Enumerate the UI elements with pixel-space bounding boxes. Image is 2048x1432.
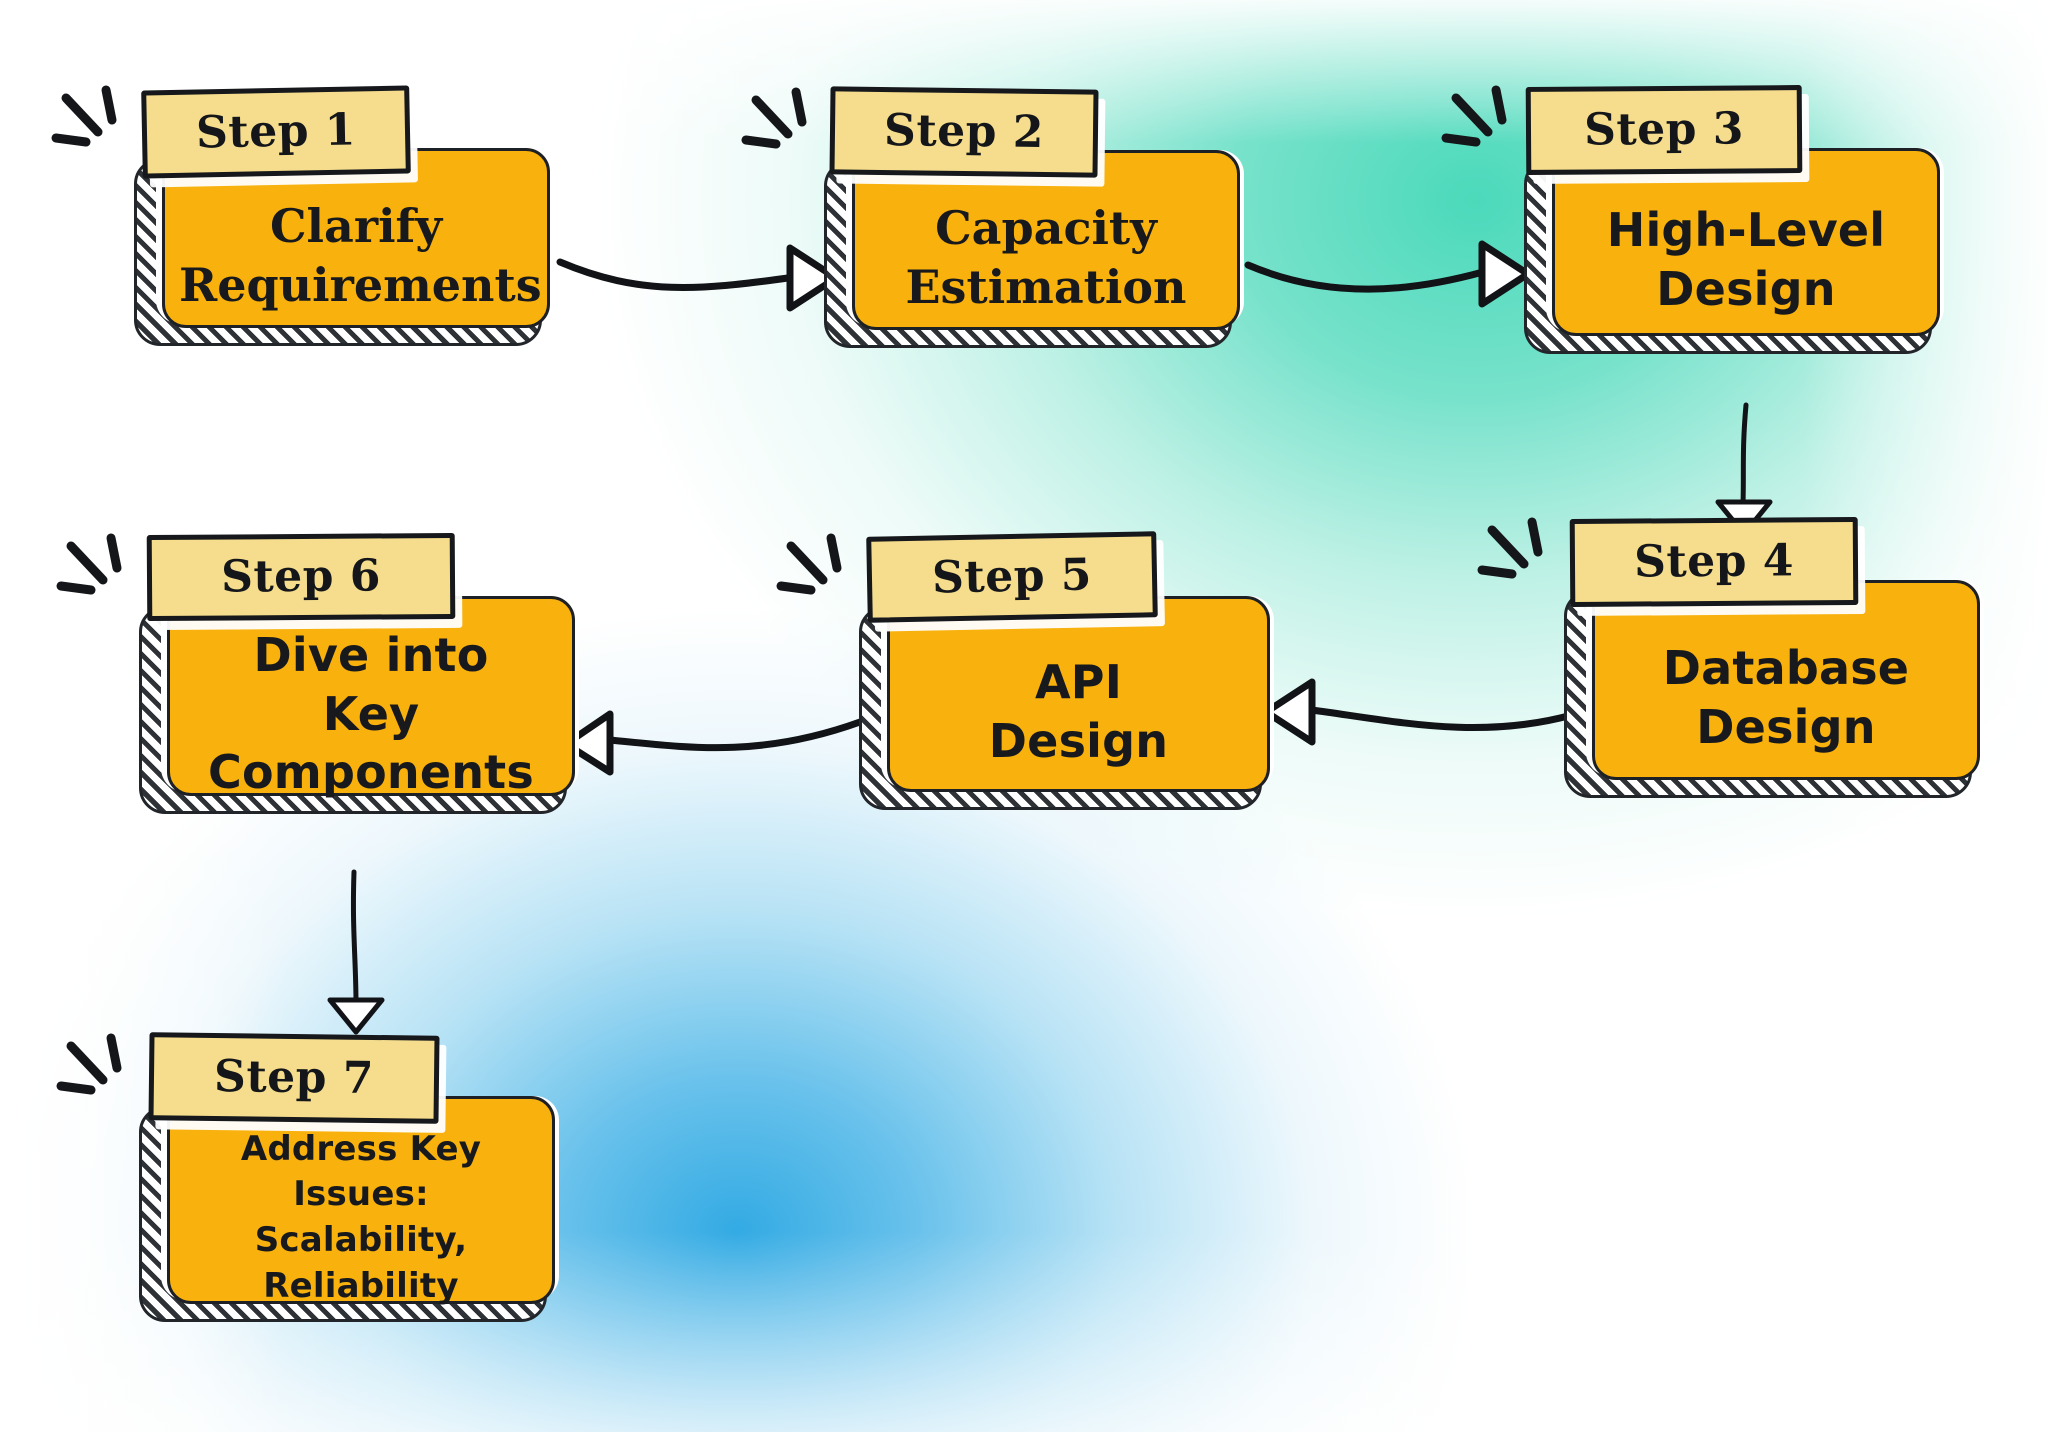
sparkle-icon — [1441, 85, 1507, 147]
step-tab-6: Step 6 — [146, 532, 456, 622]
node-label: Database Design — [1662, 641, 1910, 754]
sparkle-icon — [51, 85, 117, 147]
sparkle-icon — [1477, 517, 1543, 579]
node-label: Capacity Estimation — [905, 201, 1187, 314]
step-tab-2: Step 2 — [829, 86, 1099, 178]
card-stack: Address Key Issues: Scalability, Reliabi… — [139, 1096, 559, 1322]
card-body: Dive into Key Components — [167, 596, 575, 799]
step-tab-label: Step 1 — [195, 103, 357, 159]
card-body: High-Level Design — [1552, 148, 1940, 336]
card-body: Clarify Requirements — [162, 148, 550, 328]
card-body: Capacity Estimation — [852, 150, 1240, 330]
card-stack: High-Level Design — [1524, 148, 1944, 354]
step-tab-4: Step 4 — [1569, 516, 1859, 608]
step-tab-label: Step 4 — [1633, 534, 1795, 588]
node-step6[interactable]: Dive into Key Components Step 6 — [56, 532, 579, 814]
node-step2[interactable]: Capacity Estimation Step 2 — [741, 86, 1244, 348]
step-tab-label: Step 2 — [883, 104, 1045, 158]
node-label: API Design — [988, 655, 1169, 768]
card-body: API Design — [887, 596, 1270, 792]
edge-step6-step7 — [327, 869, 385, 1035]
step-tab-5: Step 5 — [866, 531, 1158, 623]
sparkle-icon — [741, 87, 807, 149]
node-label: Clarify Requirements — [179, 199, 542, 312]
card-stack: Capacity Estimation — [824, 150, 1244, 348]
step-tab-1: Step 1 — [141, 85, 411, 179]
edge-step4-step5 — [1262, 678, 1576, 746]
node-label: Address Key Issues: Scalability, Reliabi… — [240, 1128, 482, 1306]
sparkle-icon — [776, 533, 842, 595]
node-label: High-Level Design — [1606, 203, 1886, 316]
edge-step1-step2 — [556, 244, 840, 312]
edge-step5-step6 — [562, 710, 864, 776]
step-tab-label: Step 7 — [213, 1050, 375, 1104]
node-step7[interactable]: Address Key Issues: Scalability, Reliabi… — [56, 1032, 559, 1322]
step-tab-7: Step 7 — [148, 1032, 440, 1124]
card-body: Database Design — [1592, 580, 1980, 780]
card-body: Address Key Issues: Scalability, Reliabi… — [167, 1096, 555, 1306]
card-stack: Clarify Requirements — [134, 148, 554, 346]
edge-step2-step3 — [1244, 240, 1532, 308]
step-tab-label: Step 3 — [1583, 102, 1745, 156]
card-stack: Dive into Key Components — [139, 596, 579, 814]
step-tab-label: Step 5 — [931, 548, 1093, 604]
step-tab-label: Step 6 — [220, 549, 382, 603]
node-step1[interactable]: Clarify Requirements Step 1 — [51, 85, 554, 346]
node-step4[interactable]: Database Design Step 4 — [1477, 516, 1984, 798]
node-step5[interactable]: API Design Step 5 — [776, 531, 1274, 810]
sparkle-icon — [56, 533, 122, 595]
step-tab-3: Step 3 — [1525, 85, 1803, 175]
sparkle-icon — [56, 1033, 122, 1095]
node-step3[interactable]: High-Level Design Step 3 — [1441, 85, 1944, 354]
card-stack: API Design — [859, 596, 1274, 810]
node-label: Dive into Key Components — [208, 627, 534, 800]
edge-step3-step4 — [1715, 402, 1773, 537]
card-stack: Database Design — [1564, 580, 1984, 798]
